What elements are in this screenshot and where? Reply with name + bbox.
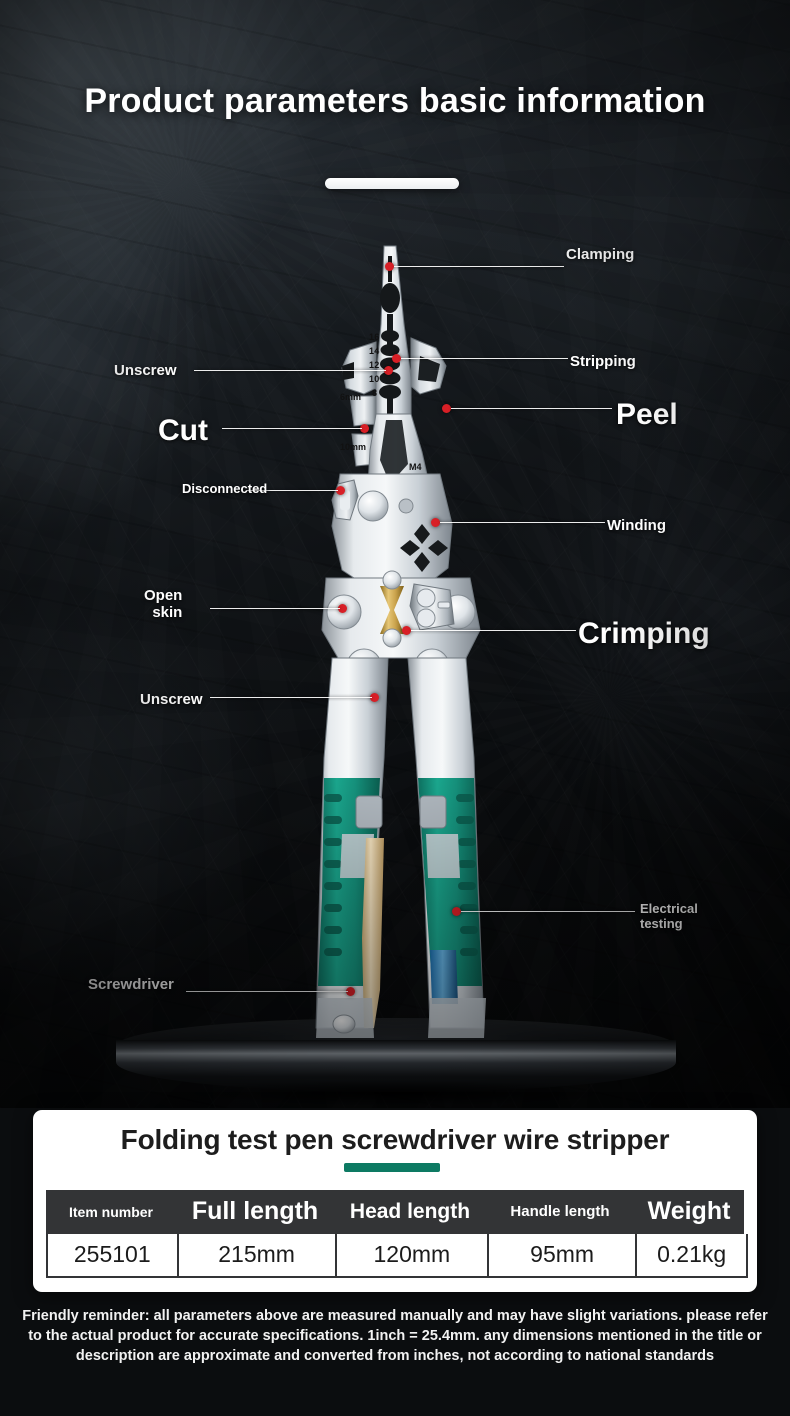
spec-value-handle-length: 95mm <box>488 1234 638 1276</box>
spec-value-weight: 0.21kg <box>637 1234 746 1276</box>
spec-header-head-length: Head length <box>349 1199 471 1223</box>
page-title: Product parameters basic information <box>84 82 706 120</box>
spec-header-full-length: Full length <box>191 1197 319 1225</box>
hero-photo: 16 14 12 10 8 6mm 10mm M4 Clamping Strip… <box>0 0 790 1108</box>
spec-value-item-number: 255101 <box>48 1234 179 1276</box>
spec-table: Item number Full length Head length Hand… <box>46 1190 748 1278</box>
spec-table-header-row: Item number Full length Head length Hand… <box>46 1190 744 1234</box>
spec-value-full-length: 215mm <box>178 1234 337 1276</box>
photo-vignette <box>0 0 790 1108</box>
spec-table-value-row: 255101 215mm 120mm 95mm 0.21kg <box>46 1234 748 1278</box>
disclaimer-note: Friendly reminder: all parameters above … <box>22 1308 768 1364</box>
product-name: Folding test pen screwdriver wire stripp… <box>120 1124 670 1155</box>
spec-header-item-number: Item number <box>68 1203 153 1220</box>
title-divider-bar <box>325 178 459 189</box>
accent-bar <box>344 1163 440 1172</box>
spec-value-head-length: 120mm <box>336 1234 489 1276</box>
spec-header-weight: Weight <box>647 1197 731 1225</box>
spec-header-handle-length: Handle length <box>510 1203 610 1220</box>
